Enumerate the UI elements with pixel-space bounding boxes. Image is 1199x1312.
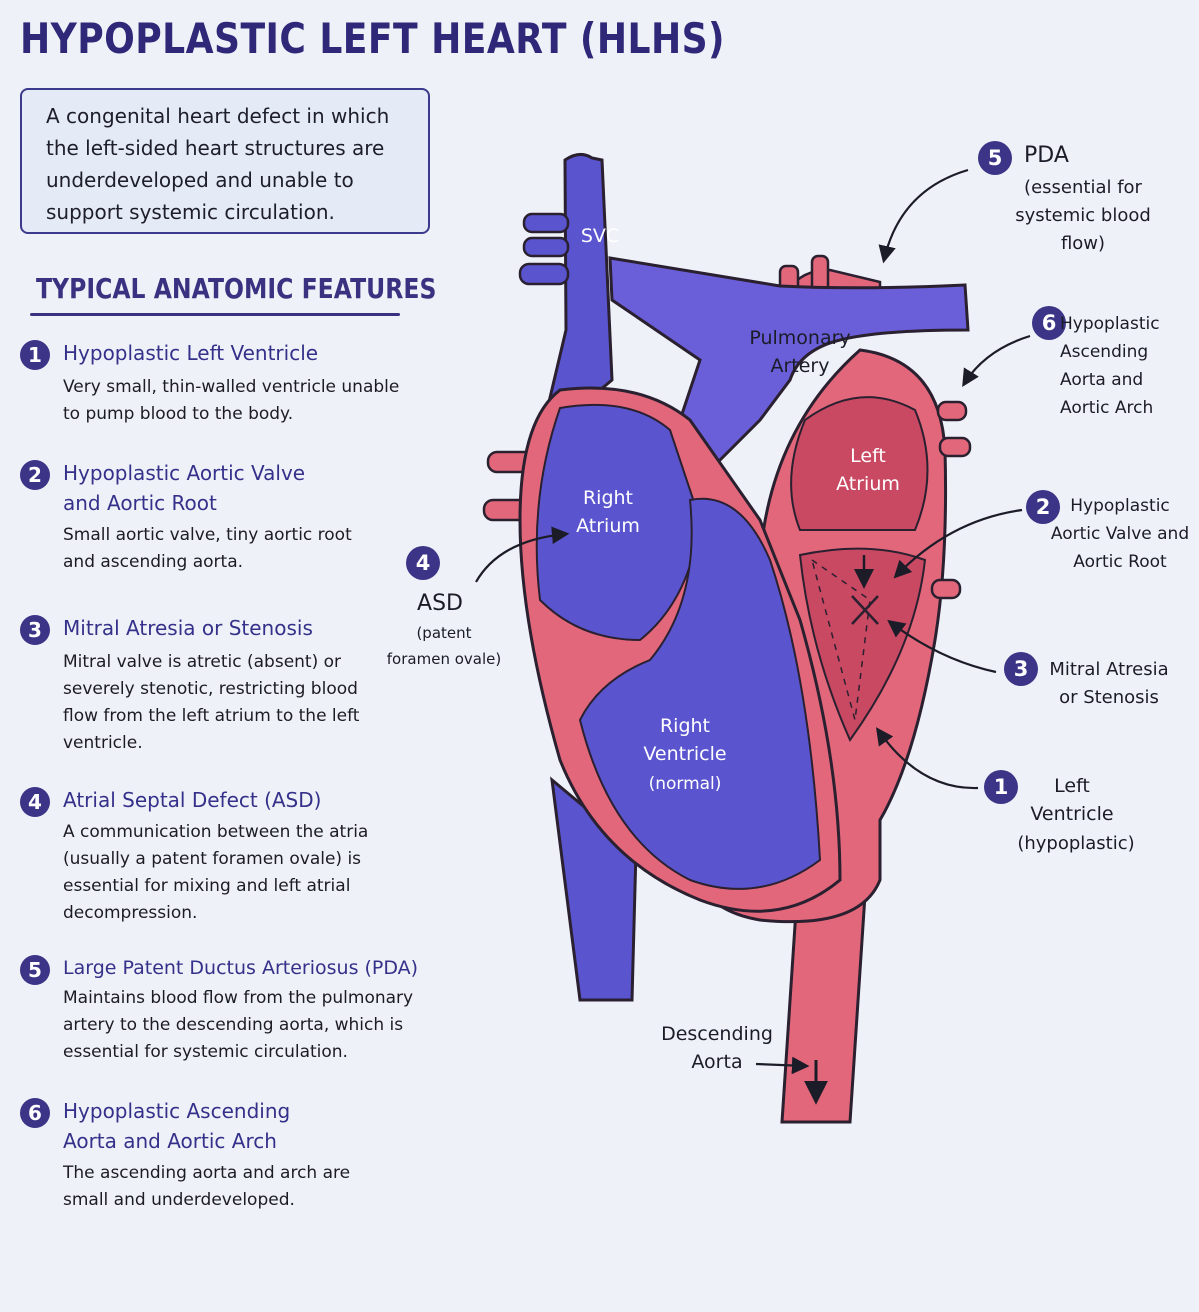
label-right-ventricle-note: (normal): [648, 774, 722, 794]
arrow-aorta-arch: [962, 334, 1031, 387]
right-atrium-chamber: [535, 403, 702, 642]
feature-description: Mitral valve is atretic (absent) or seve…: [63, 652, 360, 753]
feature-description: A communication between the atria (usual…: [63, 822, 369, 923]
svc-branch: [518, 262, 570, 286]
feature-title: Hypoplastic Ascending Aorta and Aortic A…: [63, 1099, 291, 1153]
callout-pda-note: (essential for systemic blood flow): [1015, 177, 1151, 254]
arrow-pda: [878, 168, 969, 264]
pulmonary-artery: [608, 256, 970, 483]
callout-number-1: 1: [984, 770, 1018, 804]
callout-number-5: 5: [978, 141, 1012, 175]
callout-asd-title: ASD: [417, 591, 463, 616]
feature-number: 2: [20, 460, 50, 490]
pulmonary-vein: [938, 436, 972, 458]
svc-branch: [522, 236, 570, 258]
callout-left-ventricle-title: Left Ventricle: [1030, 775, 1114, 825]
callout-left-ventricle-note: (hypoplastic): [1017, 833, 1135, 854]
label-descending-aorta: Descending Aorta: [661, 1023, 773, 1073]
pulmonary-vein: [936, 400, 968, 422]
page-title: HYPOPLASTIC LEFT HEART (HLHS): [20, 14, 725, 63]
feature-number: 1: [20, 340, 50, 370]
label-right-ventricle: Right Ventricle: [643, 715, 727, 765]
feature-title: Large Patent Ductus Arteriosus (PDA): [63, 957, 419, 979]
intro-box: A congenital heart defect in which the l…: [20, 88, 430, 234]
heading-underline: [30, 313, 400, 316]
arrow-descending-aorta: [755, 1056, 810, 1075]
arrow-asd: [475, 526, 570, 583]
callout-number-3: 3: [1004, 652, 1038, 686]
callout-number-6: 6: [1032, 306, 1066, 340]
feature-description: Very small, thin-walled ventricle unable…: [63, 377, 400, 424]
feature-number: 3: [20, 615, 50, 645]
feature-title: Atrial Septal Defect (ASD): [63, 788, 322, 812]
feature-number: 5: [20, 955, 50, 985]
callout-aortic-valve: Hypoplastic Aortic Valve and Aortic Root: [1050, 496, 1190, 572]
feature-title: Hypoplastic Left Ventricle: [63, 341, 319, 365]
arrow-aortic-valve: [893, 508, 1023, 579]
arrow-left-ventricle: [875, 727, 979, 790]
feature-number: 6: [20, 1098, 50, 1128]
callout-number-2: 2: [1026, 490, 1060, 524]
callout-number-4: 4: [406, 546, 440, 580]
feature-description: Small aortic valve, tiny aortic root and…: [63, 525, 352, 572]
feature-number: 4: [20, 787, 50, 817]
callout-mitral: Mitral Atresia or Stenosis: [1049, 659, 1169, 708]
pulmonary-vein: [930, 578, 962, 600]
label-left-atrium: Left Atrium: [836, 445, 900, 495]
callout-pda-title: PDA: [1024, 143, 1069, 168]
feature-description: The ascending aorta and arch are small a…: [63, 1163, 351, 1210]
feature-description: Maintains blood flow from the pulmonary …: [63, 988, 414, 1062]
left-ventricle-chamber: [798, 547, 927, 742]
atretic-mitral-valve: [851, 595, 879, 625]
arrow-mitral: [887, 619, 997, 674]
callout-asd-note: (patent foramen ovale): [386, 624, 502, 668]
callout-aorta-arch: Hypoplastic Ascending Aorta and Aortic A…: [1060, 314, 1160, 418]
label-pulmonary-artery: Pulmonary Artery: [749, 327, 851, 377]
left-atrium-chamber: [790, 396, 929, 531]
label-svc: SVC: [580, 225, 620, 247]
right-ventricle-chamber: [578, 497, 822, 890]
svc-branch: [522, 212, 570, 234]
label-right-atrium: Right Atrium: [576, 487, 640, 537]
feature-title: Mitral Atresia or Stenosis: [63, 616, 313, 640]
features-heading: TYPICAL ANATOMIC FEATURES: [36, 272, 437, 305]
feature-title: Hypoplastic Aortic Valve and Aortic Root: [63, 461, 306, 515]
